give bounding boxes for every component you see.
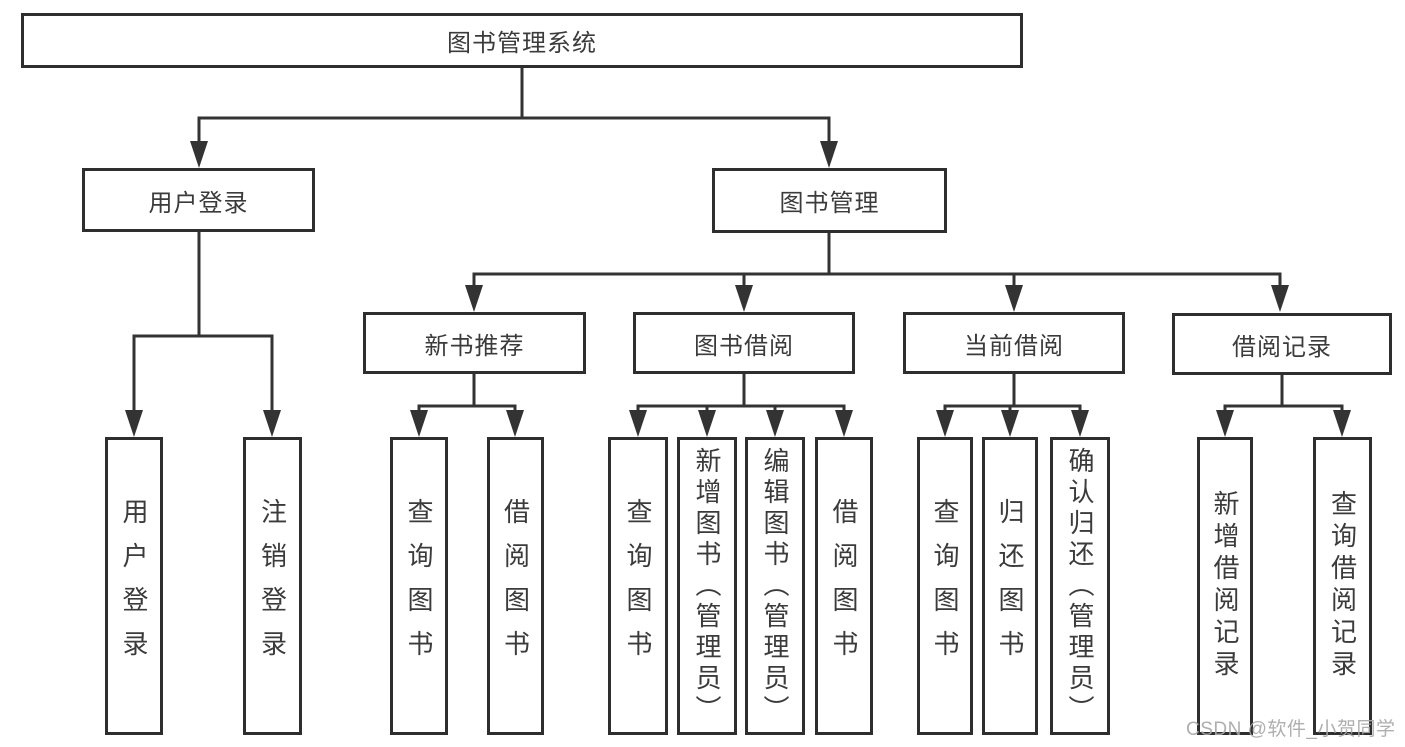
leaf-query-borrow-record: 查询借阅记录 bbox=[1313, 437, 1372, 735]
leaf-borrow-books-newbooks-label: 借阅图书 bbox=[500, 498, 531, 674]
leaf-return-books: 归还图书 bbox=[982, 437, 1038, 735]
leaf-logout-label: 注销登录 bbox=[257, 498, 288, 674]
node-book-management: 图书管理 bbox=[712, 168, 947, 233]
connector-records-to-leaves bbox=[1223, 375, 1344, 412]
connector-bookmgmt-to-level3 bbox=[472, 233, 1282, 287]
node-book-management-label: 图书管理 bbox=[779, 190, 880, 217]
leaf-add-books-admin-label: 新增图书（管理员） bbox=[692, 446, 722, 726]
leaf-user-login-label: 用户登录 bbox=[119, 498, 149, 674]
watermark-text: CSDN @软件_小贺同学 bbox=[1186, 719, 1396, 740]
arrow-down-icon bbox=[506, 410, 524, 437]
arrow-down-icon bbox=[1271, 285, 1289, 312]
leaf-borrow-books-borrowing: 借阅图书 bbox=[815, 437, 873, 735]
leaf-query-books-current-label: 查询图书 bbox=[930, 498, 960, 674]
arrow-down-icon bbox=[190, 141, 208, 168]
arrow-down-icon bbox=[698, 410, 716, 437]
leaf-add-borrow-record: 新增借阅记录 bbox=[1197, 437, 1253, 735]
arrow-down-icon bbox=[1216, 410, 1234, 437]
connector-newbooks-to-leaves bbox=[417, 374, 517, 412]
connector-bookborrow-to-leaves bbox=[636, 374, 846, 412]
leaf-query-borrow-record-label: 查询借阅记录 bbox=[1327, 490, 1358, 682]
node-borrowing-records: 借阅记录 bbox=[1172, 313, 1392, 375]
leaf-add-books-admin: 新增图书（管理员） bbox=[677, 437, 737, 735]
arrow-down-icon bbox=[263, 410, 281, 437]
arrow-down-icon bbox=[465, 285, 483, 312]
arrow-down-icon bbox=[820, 141, 838, 168]
leaf-confirm-return-admin: 确认归还（管理员） bbox=[1050, 437, 1110, 735]
arrow-down-icon bbox=[936, 410, 954, 437]
leaf-add-borrow-record-label: 新增借阅记录 bbox=[1210, 490, 1240, 682]
node-user-login-label: 用户登录 bbox=[148, 189, 249, 217]
node-book-borrowing: 图书借阅 bbox=[633, 312, 855, 374]
node-system-root: 图书管理系统 bbox=[21, 13, 1023, 68]
arrowheads bbox=[125, 141, 1351, 437]
leaf-borrow-books-newbooks: 借阅图书 bbox=[487, 437, 544, 735]
connector-currentborrow-to-leaves bbox=[943, 374, 1082, 412]
arrow-down-icon bbox=[766, 410, 784, 437]
leaf-confirm-return-admin-label: 确认归还（管理员） bbox=[1065, 446, 1095, 726]
watermark: CSDN @软件_小贺同学 bbox=[1186, 714, 1395, 741]
leaf-logout: 注销登录 bbox=[243, 437, 302, 735]
node-system-root-label: 图书管理系统 bbox=[447, 30, 597, 57]
node-new-book-recommend-label: 新书推荐 bbox=[424, 332, 525, 360]
leaf-edit-books-admin: 编辑图书（管理员） bbox=[745, 437, 805, 735]
leaf-query-books-newbooks: 查询图书 bbox=[390, 437, 448, 735]
connector-userlogin-to-leaves bbox=[132, 232, 274, 412]
arrow-down-icon bbox=[410, 410, 428, 437]
node-current-borrowing-label: 当前借阅 bbox=[964, 332, 1064, 360]
node-current-borrowing: 当前借阅 bbox=[903, 312, 1125, 374]
leaf-user-login: 用户登录 bbox=[105, 437, 163, 735]
node-user-login: 用户登录 bbox=[82, 168, 315, 232]
arrow-down-icon bbox=[1071, 410, 1089, 437]
arrow-down-icon bbox=[1001, 410, 1019, 437]
leaf-borrow-books-borrowing-label: 借阅图书 bbox=[829, 498, 859, 674]
arrow-down-icon bbox=[835, 410, 853, 437]
leaf-query-books-newbooks-label: 查询图书 bbox=[404, 498, 434, 674]
arrow-down-icon bbox=[1333, 410, 1351, 437]
arrow-down-icon bbox=[1005, 285, 1023, 312]
node-new-book-recommend: 新书推荐 bbox=[363, 312, 586, 374]
arrow-down-icon bbox=[629, 410, 647, 437]
leaf-query-books-current: 查询图书 bbox=[917, 437, 973, 735]
leaf-query-books-borrowing-label: 查询图书 bbox=[623, 498, 653, 674]
leaf-edit-books-admin-label: 编辑图书（管理员） bbox=[760, 446, 790, 726]
node-borrowing-records-label: 借阅记录 bbox=[1232, 333, 1332, 361]
leaf-return-books-label: 归还图书 bbox=[995, 498, 1025, 674]
node-book-borrowing-label: 图书借阅 bbox=[694, 332, 794, 360]
leaf-query-books-borrowing: 查询图书 bbox=[608, 437, 668, 735]
connector-root-to-level2 bbox=[197, 68, 831, 144]
arrow-down-icon bbox=[125, 410, 143, 437]
arrow-down-icon bbox=[735, 285, 753, 312]
